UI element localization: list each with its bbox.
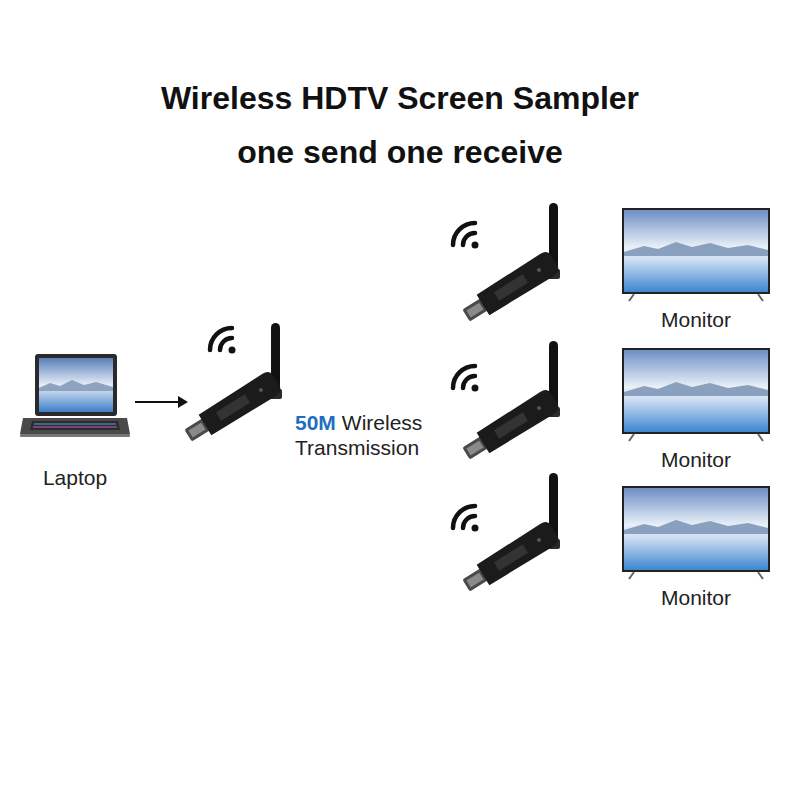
monitor-node: Monitor	[618, 484, 774, 610]
subtitle: one send one receive	[0, 134, 800, 171]
input-arrow	[135, 396, 188, 408]
laptop-picture	[20, 352, 130, 442]
range-label: 50MWireless Transmission	[295, 410, 460, 460]
node-label: Monitor	[618, 586, 774, 610]
monitor-node: Monitor	[618, 346, 774, 472]
node-label: Laptop	[20, 466, 130, 490]
transmitter-dongle	[181, 323, 283, 447]
monitor-picture	[618, 206, 774, 302]
receiver-dongle	[453, 473, 561, 597]
monitor-picture	[618, 346, 774, 442]
monitor-picture	[618, 484, 774, 580]
laptop-node: Laptop	[20, 352, 130, 490]
receiver-dongle	[453, 203, 561, 327]
monitor-node: Monitor	[618, 206, 774, 332]
receiver-dongle	[453, 341, 561, 465]
node-label: Monitor	[618, 448, 774, 472]
title: Wireless HDTV Screen Sampler	[0, 80, 800, 117]
node-label: Monitor	[618, 308, 774, 332]
range-value: 50M	[295, 411, 336, 434]
